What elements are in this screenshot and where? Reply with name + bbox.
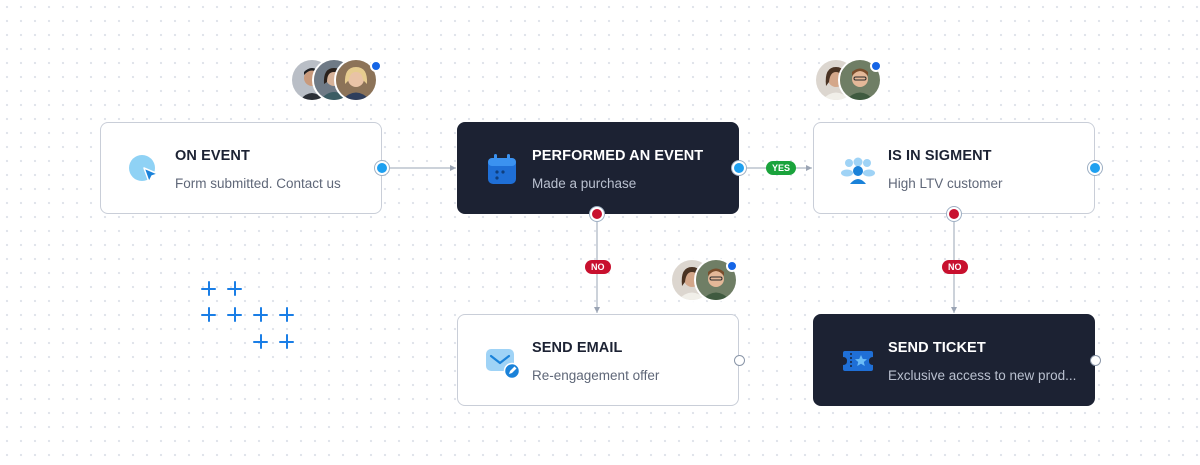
node-title: SEND TICKET (888, 340, 986, 356)
node-subtitle: Made a purchase (532, 176, 637, 191)
plus-icon (279, 334, 294, 349)
output-port[interactable] (1090, 355, 1101, 366)
plus-icon (279, 307, 294, 322)
node-subtitle: Exclusive access to new prod... (888, 368, 1077, 383)
output-port[interactable] (732, 161, 746, 175)
output-port[interactable] (375, 161, 389, 175)
plus-icon (201, 281, 216, 296)
arrow-head (450, 165, 456, 171)
no-branch-port[interactable] (947, 207, 961, 221)
no-branch-label: NO (585, 260, 611, 274)
users-group-icon (840, 151, 876, 187)
arrow-head (951, 307, 957, 313)
output-port[interactable] (1088, 161, 1102, 175)
avatar-group-in-segment[interactable] (814, 58, 884, 102)
output-port[interactable] (734, 355, 745, 366)
node-title: IS IN SIGMENT (888, 148, 992, 164)
no-branch-port[interactable] (590, 207, 604, 221)
arrow-head (806, 165, 812, 171)
plus-icon (253, 307, 268, 322)
online-status-dot (870, 60, 882, 72)
node-title: PERFORMED AN EVENT (532, 148, 704, 164)
node-subtitle: Form submitted. Contact us (175, 176, 341, 191)
node-title: ON EVENT (175, 148, 250, 164)
node-on-event[interactable]: ON EVENT Form submitted. Contact us (100, 122, 382, 214)
node-send-ticket[interactable]: SEND TICKET Exclusive access to new prod… (813, 314, 1095, 406)
no-branch-label: NO (942, 260, 968, 274)
arrow-head (594, 307, 600, 313)
node-is-in-segment[interactable]: IS IN SIGMENT High LTV customer (813, 122, 1095, 214)
node-performed-an-event[interactable]: PERFORMED AN EVENT Made a purchase (457, 122, 739, 214)
node-title: SEND EMAIL (532, 340, 623, 356)
cursor-pointer-icon (127, 151, 163, 187)
plus-icon (253, 334, 268, 349)
online-status-dot (370, 60, 382, 72)
email-edit-icon (484, 343, 521, 380)
yes-branch-label: YES (766, 161, 797, 175)
avatar (334, 58, 378, 102)
plus-icon (227, 307, 242, 322)
calendar-icon (484, 151, 520, 187)
node-subtitle: Re-engagement offer (532, 368, 660, 383)
avatar-group-on-event[interactable] (290, 58, 384, 102)
avatar-group-send-email[interactable] (670, 258, 740, 302)
node-send-email[interactable]: SEND EMAIL Re-engagement offer (457, 314, 739, 406)
plus-icon (227, 281, 242, 296)
online-status-dot (726, 260, 738, 272)
plus-icon (201, 307, 216, 322)
ticket-star-icon (840, 343, 876, 379)
avatar (838, 58, 882, 102)
node-subtitle: High LTV customer (888, 176, 1003, 191)
